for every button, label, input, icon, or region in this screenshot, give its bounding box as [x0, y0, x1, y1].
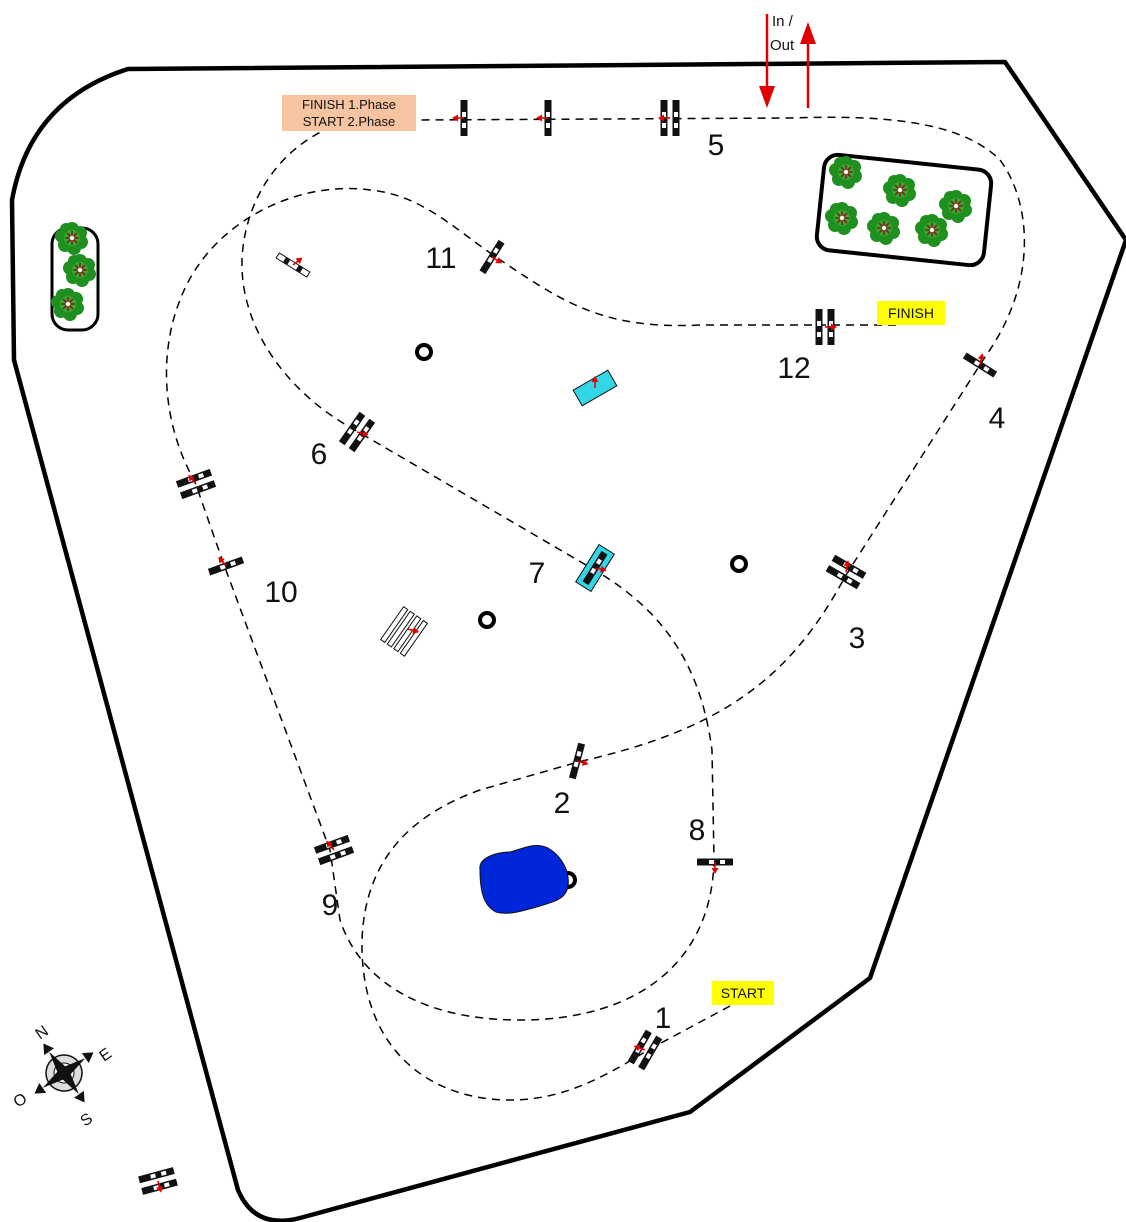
fence-7-water	[575, 543, 615, 593]
phase-label-line1: FINISH 1.Phase	[302, 97, 396, 112]
fence-12	[815, 309, 838, 345]
arena-boundary	[9, 59, 1126, 1222]
obstacle-number-2: 2	[554, 787, 571, 820]
water-tray	[572, 369, 618, 407]
fence-2	[568, 742, 591, 780]
phase-label-line2: START 2.Phase	[303, 114, 396, 129]
fence-3	[825, 554, 867, 590]
obstacle-number-4: 4	[989, 402, 1006, 435]
obstacle-number-10: 10	[264, 576, 297, 609]
compass-s: S	[78, 1110, 96, 1130]
marker-ring-3	[478, 611, 496, 629]
tree-group-northeast	[814, 152, 994, 268]
entrance-out-label: Out	[770, 37, 795, 54]
obstacle-number-6: 6	[311, 438, 328, 471]
route-phase1	[165, 116, 1026, 1101]
start-label: START	[712, 981, 774, 1005]
obstacle-number-8: 8	[689, 814, 706, 847]
spare-pole-northwest	[275, 252, 311, 278]
fence-10	[207, 553, 245, 576]
entrance-in-label: In /	[772, 13, 794, 30]
fence-9	[313, 834, 355, 866]
course-route	[165, 116, 1026, 1101]
fence-8	[697, 858, 733, 875]
fence-top-1	[451, 100, 468, 136]
svg-text:START: START	[721, 985, 766, 1001]
compass-o: O	[11, 1090, 31, 1111]
compass-n: N	[33, 1023, 52, 1044]
entrance-arrows: In / Out	[759, 13, 816, 108]
obstacle-number-5: 5	[708, 129, 725, 162]
tree-group-west	[50, 221, 100, 332]
fence-top-2	[535, 100, 552, 136]
obstacle-number-1: 1	[655, 1002, 672, 1035]
fence-11	[479, 239, 505, 275]
spare-fence-outside	[138, 1167, 178, 1195]
obstacle-number-7: 7	[529, 557, 546, 590]
svg-text:FINISH: FINISH	[888, 305, 934, 321]
fence-10-upper	[175, 468, 217, 500]
cavaletti	[380, 606, 429, 657]
obstacle-number-12: 12	[777, 352, 810, 385]
obstacle-number-9: 9	[322, 889, 339, 922]
compass-e: E	[97, 1045, 115, 1065]
obstacle-number-3: 3	[849, 622, 866, 655]
phase-label: FINISH 1.Phase START 2.Phase	[282, 95, 416, 131]
marker-ring-2	[730, 555, 748, 573]
compass-rose	[34, 1043, 94, 1103]
fence-5-oxer	[657, 100, 680, 136]
marker-ring-1	[415, 343, 433, 361]
finish-label: FINISH	[877, 301, 945, 325]
obstacle-number-11: 11	[425, 242, 456, 275]
pond	[479, 845, 569, 914]
fence-6	[338, 411, 376, 453]
